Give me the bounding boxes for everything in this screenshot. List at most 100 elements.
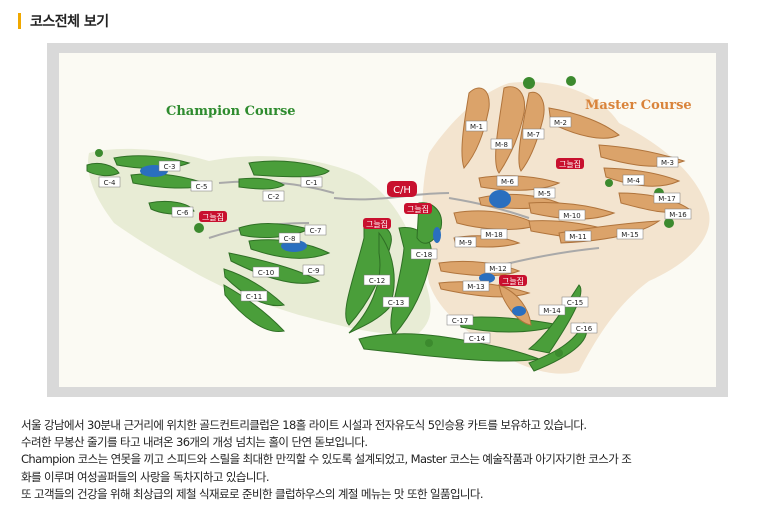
svg-text:C-13: C-13: [388, 299, 404, 307]
clubhouse-label: C/H: [393, 185, 411, 196]
svg-text:M-7: M-7: [527, 131, 540, 139]
rest-area-label: 그늘집: [366, 219, 388, 229]
hole-label: M-1: [465, 120, 488, 132]
svg-text:M-1: M-1: [470, 123, 483, 131]
hole-label: M-7: [522, 128, 545, 140]
svg-text:M-8: M-8: [495, 141, 508, 149]
svg-text:C-4: C-4: [104, 179, 116, 187]
svg-text:C-1: C-1: [306, 179, 318, 187]
rest-area-marker: 그늘집: [404, 203, 432, 214]
title-accent-bar: [18, 13, 21, 29]
svg-text:M-4: M-4: [627, 177, 641, 185]
rest-area-label: 그늘집: [202, 212, 224, 222]
hole-label: M-18: [480, 228, 508, 240]
hole-label: C-9: [302, 264, 325, 276]
hole-label: C-17: [446, 314, 474, 326]
hole-label: M-16: [664, 208, 692, 220]
page-title: 코스전체 보기: [30, 14, 109, 30]
svg-text:C-16: C-16: [576, 325, 593, 333]
description-line: 수려한 무봉산 줄기를 타고 내려온 36개의 개성 넘치는 홀이 단연 돋보입…: [21, 435, 368, 450]
rest-area-marker: 그늘집: [363, 218, 391, 229]
trees: [95, 76, 674, 357]
hole-label: M-2: [549, 116, 572, 128]
hole-label: C-5: [190, 180, 213, 192]
hole-label: M-17: [653, 192, 681, 204]
rest-area-marker: 그늘집: [556, 158, 584, 169]
course-map: Champion Course Master Course C/H 그늘집 그늘…: [59, 53, 716, 387]
hole-label: M-8: [490, 138, 513, 150]
svg-text:C-18: C-18: [416, 251, 432, 259]
hole-label: C-4: [98, 176, 121, 188]
svg-text:C-15: C-15: [567, 299, 583, 307]
svg-text:C-6: C-6: [177, 209, 189, 217]
hole-label: C-11: [240, 290, 268, 302]
hole-label: M-15: [616, 228, 644, 240]
svg-text:C-3: C-3: [164, 163, 176, 171]
svg-text:M-13: M-13: [467, 283, 484, 291]
svg-text:M-9: M-9: [459, 239, 472, 247]
svg-text:M-14: M-14: [543, 307, 561, 315]
course-description: 서울 강남에서 30분내 근거리에 위치한 골드컨트리클럽은 18홀 라이트 시…: [21, 417, 761, 503]
svg-text:M-5: M-5: [538, 190, 551, 198]
champion-fairways: [86, 155, 587, 372]
champion-course-label: Champion Course: [166, 104, 296, 119]
svg-text:M-12: M-12: [489, 265, 506, 273]
hole-label: M-9: [454, 236, 477, 248]
course-map-frame: Champion Course Master Course C/H 그늘집 그늘…: [47, 43, 728, 397]
svg-text:M-10: M-10: [563, 212, 580, 220]
hole-label: C-2: [262, 190, 285, 202]
hole-label: M-6: [496, 175, 519, 187]
hole-label: M-11: [564, 230, 592, 242]
svg-text:C-12: C-12: [369, 277, 385, 285]
hole-label: C-13: [382, 296, 410, 308]
svg-text:M-16: M-16: [669, 211, 687, 219]
description-line: Champion 코스는 연못을 끼고 스피드와 스릴을 최대한 만끽할 수 있…: [21, 452, 632, 467]
svg-text:M-15: M-15: [621, 231, 638, 239]
svg-text:M-2: M-2: [554, 119, 567, 127]
rest-area-marker: 그늘집: [499, 275, 527, 286]
course-map-image: Champion Course Master Course C/H 그늘집 그늘…: [86, 76, 710, 374]
svg-text:M-18: M-18: [485, 231, 502, 239]
description-line: 화를 이루며 여성골퍼들의 사랑을 독차지하고 있습니다.: [21, 469, 269, 484]
hole-label: C-12: [363, 274, 391, 286]
clubhouse-marker: C/H: [387, 181, 417, 197]
hole-label: C-10: [252, 266, 280, 278]
svg-text:C-2: C-2: [268, 193, 280, 201]
svg-text:C-14: C-14: [469, 335, 486, 343]
hole-label: C-14: [463, 332, 491, 344]
hole-label: M-13: [462, 280, 490, 292]
rest-area-label: 그늘집: [502, 276, 524, 286]
svg-text:M-17: M-17: [658, 195, 675, 203]
svg-text:M-11: M-11: [569, 233, 586, 241]
svg-text:C-10: C-10: [258, 269, 274, 277]
hole-label: C-1: [300, 176, 323, 188]
hole-label: C-7: [304, 224, 327, 236]
rest-area-label: 그늘집: [559, 159, 581, 169]
hole-label: M-5: [533, 187, 556, 199]
svg-text:C-5: C-5: [196, 183, 208, 191]
svg-text:C-9: C-9: [308, 267, 320, 275]
hole-label: C-16: [570, 322, 598, 334]
svg-text:C-8: C-8: [284, 235, 296, 243]
hole-label: M-3: [656, 156, 679, 168]
rest-area-marker: 그늘집: [199, 211, 227, 222]
hole-label: C-15: [561, 296, 589, 308]
section-header: 코스전체 보기: [18, 11, 109, 31]
svg-text:C-7: C-7: [310, 227, 322, 235]
master-course-label: Master Course: [585, 98, 692, 113]
hole-label: M-10: [558, 209, 586, 221]
hole-label: C-3: [158, 160, 181, 172]
hole-label: M-12: [484, 262, 512, 274]
svg-text:C-11: C-11: [246, 293, 262, 301]
description-line: 서울 강남에서 30분내 근거리에 위치한 골드컨트리클럽은 18홀 라이트 시…: [21, 418, 587, 432]
svg-text:M-3: M-3: [661, 159, 674, 167]
hole-label: C-18: [410, 248, 438, 260]
hole-label: M-14: [538, 304, 566, 316]
hole-label: C-8: [278, 232, 301, 244]
hole-label: C-6: [171, 206, 194, 218]
svg-text:M-6: M-6: [501, 178, 515, 186]
hole-label: M-4: [622, 174, 645, 186]
rest-area-label: 그늘집: [407, 204, 429, 214]
description-line: 또 고객들의 건강을 위해 최상급의 제철 식재료로 준비한 클럽하우스의 계절…: [21, 486, 484, 501]
